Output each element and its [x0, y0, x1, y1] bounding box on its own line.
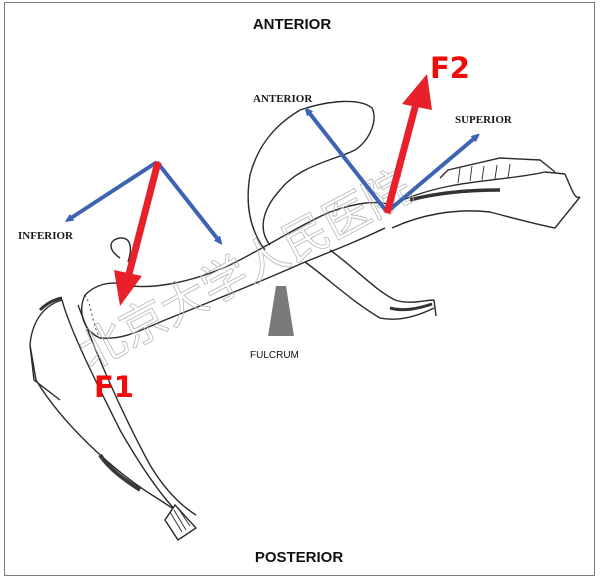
- fulcrum-triangle: [268, 286, 294, 336]
- inferior-axis-arrow: [68, 160, 159, 220]
- diagram-frame: [4, 2, 595, 576]
- superior-axis-label: SUPERIOR: [455, 114, 513, 126]
- left-axis-arrows: [68, 160, 220, 242]
- force-f1-arrow: [114, 161, 162, 306]
- lateral-axis-arrow: [155, 160, 220, 242]
- title-anterior: ANTERIOR: [253, 16, 332, 33]
- inferior-axis-label: INFERIOR: [18, 230, 74, 242]
- right-axis-arrows: [307, 110, 477, 214]
- anterior-axis-arrow: [307, 110, 389, 214]
- superior-axis-arrow: [385, 136, 477, 214]
- sternal-end-drawing: [247, 100, 581, 320]
- scapula-drawing: [29, 296, 198, 541]
- anterior-axis-label: ANTERIOR: [253, 93, 313, 105]
- force-f1-label: F1: [94, 370, 134, 404]
- title-posterior: POSTERIOR: [255, 549, 344, 566]
- watermark-text: 北京大学人民医院: [70, 159, 420, 379]
- force-f2-arrow: [383, 74, 432, 214]
- fulcrum-label: FULCRUM: [250, 350, 299, 361]
- force-f2-label: F2: [430, 51, 470, 85]
